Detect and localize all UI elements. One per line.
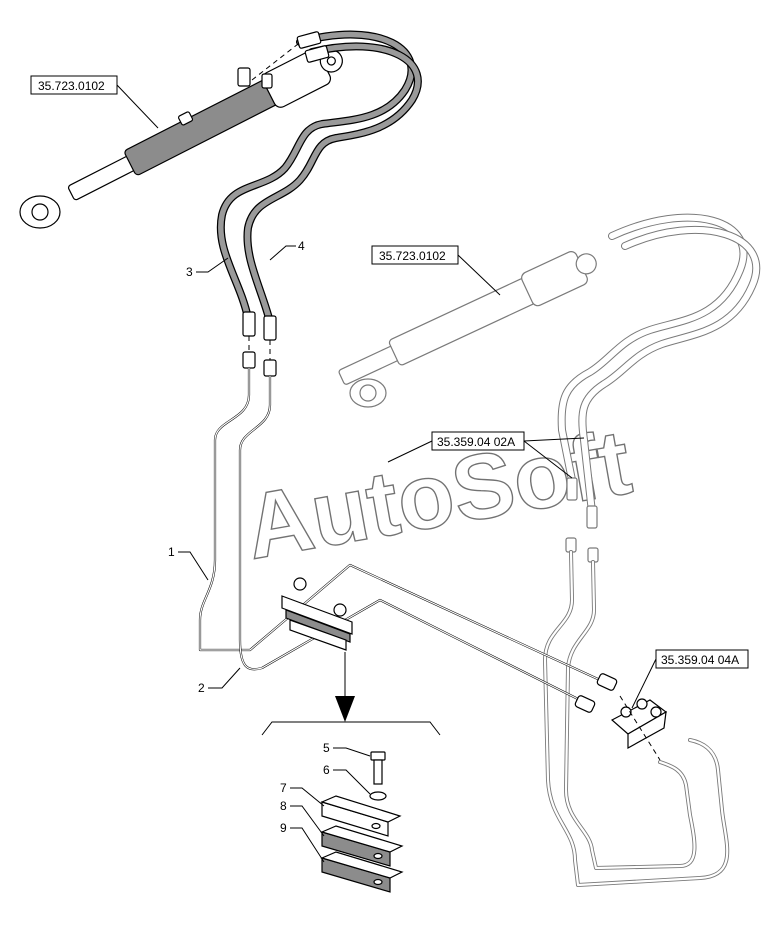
hose-pair — [216, 30, 422, 360]
clamp-exploded-parts — [320, 751, 404, 893]
callout-1: 1 — [168, 545, 209, 581]
svg-text:9: 9 — [280, 821, 287, 835]
callout-6: 6 — [323, 763, 371, 795]
callout-4: 4 — [269, 239, 305, 261]
callout-8: 8 — [280, 799, 325, 837]
callout-9: 9 — [280, 821, 325, 863]
ref-valve: 35.359.04 04A — [631, 649, 749, 709]
svg-text:35.359.04 02A: 35.359.04 02A — [437, 435, 515, 449]
svg-text:6: 6 — [323, 763, 330, 777]
valve-block — [610, 695, 668, 761]
rigid-pipe-pair — [198, 351, 618, 713]
hydraulic-cylinder — [19, 49, 343, 229]
svg-text:35.359.04 04A: 35.359.04 04A — [661, 653, 739, 667]
ref-hoses: 35.359.04 02A — [387, 431, 585, 479]
svg-text:1: 1 — [168, 545, 175, 559]
svg-text:8: 8 — [280, 799, 287, 813]
callout-3: 3 — [186, 257, 229, 279]
callout-5: 5 — [323, 741, 371, 757]
callout-2: 2 — [198, 667, 241, 695]
ref-cylinder-upper: 35.723.0102 — [30, 75, 159, 129]
pipe-clamp — [281, 577, 353, 651]
ghost-assembly — [338, 213, 761, 887]
svg-text:35.723.0102: 35.723.0102 — [379, 249, 446, 263]
svg-text:7: 7 — [280, 781, 287, 795]
callout-7: 7 — [280, 781, 325, 807]
svg-text:4: 4 — [298, 239, 305, 253]
svg-text:3: 3 — [186, 265, 193, 279]
svg-text:35.723.0102: 35.723.0102 — [38, 79, 105, 93]
svg-text:5: 5 — [323, 741, 330, 755]
svg-text:2: 2 — [198, 681, 205, 695]
ref-cylinder-lower: 35.723.0102 — [371, 245, 501, 296]
detail-pointer — [261, 652, 441, 736]
